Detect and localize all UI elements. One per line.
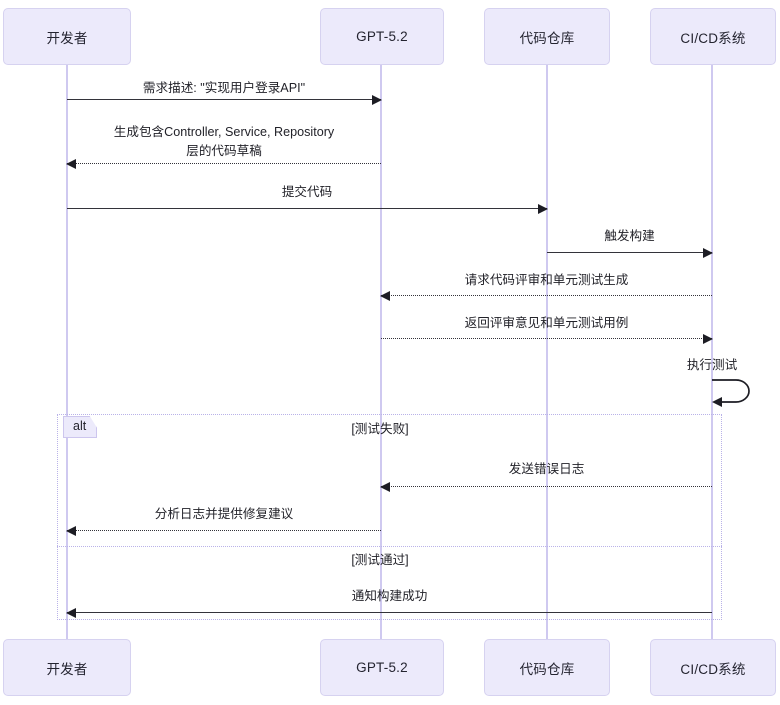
message-label-3: 提交代码 xyxy=(281,185,333,199)
message-arrow-8 xyxy=(380,482,712,492)
arrowhead-right-icon xyxy=(703,334,713,344)
message-label-8: 发送错误日志 xyxy=(508,462,585,476)
participant-label-cicd: CI/CD系统 xyxy=(680,30,746,46)
participant-bottom-gpt[interactable]: GPT-5.2 xyxy=(320,639,444,696)
message-label-9: 分析日志并提供修复建议 xyxy=(154,507,294,521)
message-arrow-9 xyxy=(66,526,381,536)
message-label-10: 通知构建成功 xyxy=(351,589,428,603)
participant-bottom-dev[interactable]: 开发者 xyxy=(3,639,131,696)
message-label-2-line1: 生成包含Controller, Service, Repository xyxy=(113,125,335,139)
arrowhead-left-icon xyxy=(380,482,390,492)
message-label-4: 触发构建 xyxy=(604,229,655,243)
participant-label-gpt: GPT-5.2 xyxy=(356,29,408,44)
alt-fragment-tag: alt xyxy=(63,416,98,438)
message-label-2: 生成包含Controller, Service, Repository 层的代码… xyxy=(67,123,381,161)
arrowhead-left-icon xyxy=(66,526,76,536)
participant-label-gpt-bottom: GPT-5.2 xyxy=(356,660,408,675)
participant-label-dev-bottom: 开发者 xyxy=(46,661,88,677)
participant-top-repo[interactable]: 代码仓库 xyxy=(484,8,610,65)
alt-condition-2: [测试通过] xyxy=(351,553,409,567)
message-selfloop-7 xyxy=(706,374,766,408)
lifeline-cicd xyxy=(711,65,713,639)
alt-condition-1: [测试失败] xyxy=(351,422,409,436)
participant-label-dev: 开发者 xyxy=(46,30,88,46)
alt-fragment-divider xyxy=(57,546,722,547)
message-arrow-3 xyxy=(67,204,548,214)
participant-label-repo: 代码仓库 xyxy=(519,30,575,46)
arrowhead-right-icon xyxy=(538,204,548,214)
participant-top-cicd[interactable]: CI/CD系统 xyxy=(650,8,776,65)
message-arrow-4 xyxy=(547,248,713,258)
message-label-2-line2: 层的代码草稿 xyxy=(186,144,262,158)
message-arrow-10 xyxy=(66,608,712,618)
message-label-5: 请求代码评审和单元测试生成 xyxy=(464,273,629,287)
participant-label-cicd-bottom: CI/CD系统 xyxy=(680,661,746,677)
arrowhead-right-icon xyxy=(703,248,713,258)
message-label-1: 需求描述: "实现用户登录API" xyxy=(142,81,306,95)
participant-bottom-cicd[interactable]: CI/CD系统 xyxy=(650,639,776,696)
lifeline-gpt xyxy=(380,65,382,639)
participant-top-dev[interactable]: 开发者 xyxy=(3,8,131,65)
alt-tag-label: alt xyxy=(73,419,87,433)
message-arrow-1 xyxy=(67,95,382,105)
lifeline-dev xyxy=(66,65,68,639)
participant-label-repo-bottom: 代码仓库 xyxy=(519,661,575,677)
arrowhead-right-icon xyxy=(372,95,382,105)
arrowhead-left-icon xyxy=(380,291,390,301)
message-arrow-2 xyxy=(66,159,381,169)
message-arrow-5 xyxy=(380,291,712,301)
message-arrow-6 xyxy=(381,334,713,344)
message-label-6: 返回评审意见和单元测试用例 xyxy=(464,316,629,330)
participant-top-gpt[interactable]: GPT-5.2 xyxy=(320,8,444,65)
arrowhead-left-icon xyxy=(66,159,76,169)
lifeline-repo xyxy=(546,65,548,639)
arrowhead-left-icon xyxy=(66,608,76,618)
message-label-7: 执行测试 xyxy=(686,358,738,372)
participant-bottom-repo[interactable]: 代码仓库 xyxy=(484,639,610,696)
